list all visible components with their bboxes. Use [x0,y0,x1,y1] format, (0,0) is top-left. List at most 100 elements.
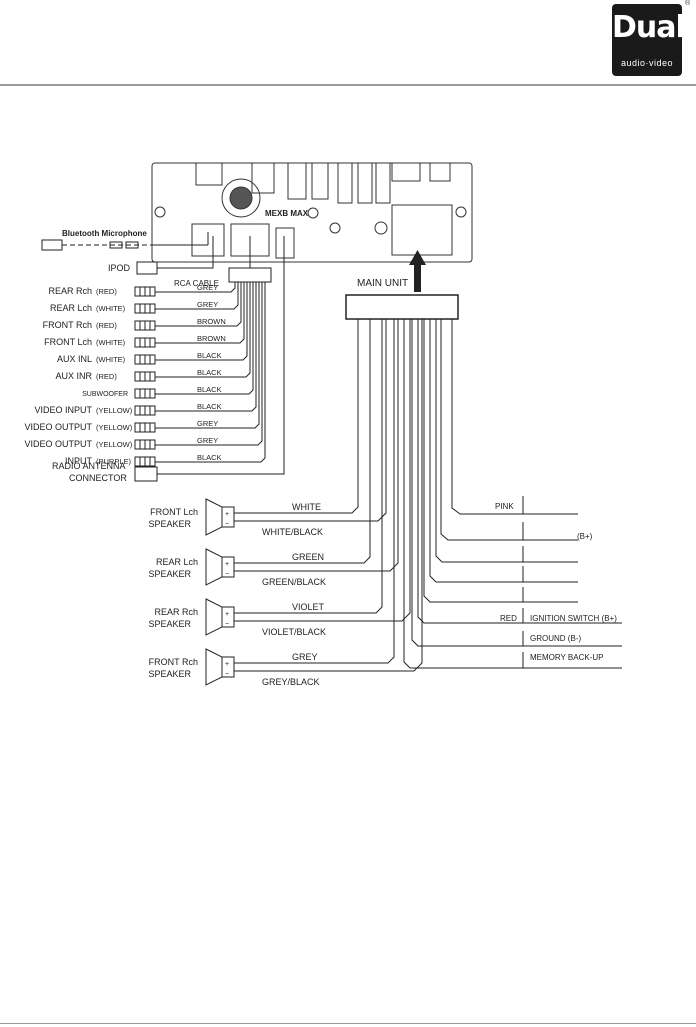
pink-wire-label: PINK [495,502,514,511]
plus-terminal-sign: + [225,661,229,668]
minus-terminal-sign: − [225,671,229,678]
speaker-wire-neg-label: WHITE/BLACK [262,527,323,537]
speaker-wire-pos [234,319,359,514]
rca-row-color: (PURPLE) [96,457,132,466]
speaker-wire-pos [234,319,383,614]
rca-wire [155,282,245,344]
speaker-cone [205,548,223,586]
speaker-wire-neg-label: GREEN/BLACK [262,577,326,587]
ipod-connector [136,236,214,275]
speaker-terminal [221,506,235,528]
red-wire-label: RED [500,614,517,623]
minus-terminal-sign: − [225,571,229,578]
rca-cable-label: RCA CABLE [174,279,219,288]
head-unit-chassis [151,162,473,263]
rca-row: REAR Lch(WHITE)GREY [50,282,239,314]
rca-row: VIDEO OUTPUT (YELLOW) GREY [24,282,260,433]
rca-row: FRONT Lch (WHITE) BROWN [44,282,245,348]
rca-row-color: (WHITE) [96,338,126,347]
rca-row-name: FRONT Lch [44,337,92,347]
speaker-label-2: SPEAKER [148,669,191,679]
rca-wire [155,282,242,327]
rca-wire-label: BLACK [197,385,222,394]
speaker-label-1: REAR Rch [154,607,198,617]
rca-harness [228,236,272,283]
b-plus-label: (B+) [577,532,593,541]
antenna-label-1: RADIO ANTENNA [52,461,126,471]
registered-mark: ® [685,0,691,7]
rca-row-color: (YELLOW) [96,440,133,449]
speaker-label-2: SPEAKER [148,519,191,529]
rca-row: VIDEO OUTPUT (YELLOW) GREY [24,282,263,450]
logo-text: Dual [612,10,686,45]
speaker-wire-pos [234,319,395,664]
rca-wire [155,282,251,378]
rca-wire [155,282,266,463]
ignition-label: IGNITION SWITCH (B+) [530,614,617,623]
speaker-wire-neg-label: GREY/BLACK [262,677,320,687]
rca-row: FRONT Rch(RED)BROWN [43,282,242,331]
main-unit-label: MAIN UNIT [357,278,408,289]
speaker-cone [205,498,223,536]
speaker-label-1: REAR Lch [156,557,198,567]
rca-wire-label: BLACK [197,402,222,411]
rca-row-name: REAR Rch [48,286,92,296]
speaker-wire-neg-label: VIOLET/BLACK [262,627,326,637]
rca-wire-label: BLACK [197,453,222,462]
antenna-connector [134,236,285,482]
speaker-cone [205,648,223,686]
speaker-terminal [221,556,235,578]
speaker-wire-neg [234,319,411,622]
memory-label: MEMORY BACK-UP [530,653,604,662]
minus-terminal-sign: − [225,621,229,628]
rca-wire-label: BLACK [197,368,222,377]
rca-row-color: (RED) [96,287,117,296]
rca-row: SUBWOOFER BLACK [82,282,254,399]
rca-row-name: VIDEO INPUT [34,405,92,415]
rca-row: AUX INL(WHITE)BLACK [57,282,248,365]
rca-wire-label: GREY [197,436,218,445]
rca-row-name: VIDEO OUTPUT [24,439,92,449]
rca-row: AUX INR(RED)BLACK [55,282,251,382]
rca-wire-label: GREY [197,419,218,428]
rca-row-color: (RED) [96,321,117,330]
rca-wire [155,282,236,293]
speaker-terminal [221,656,235,678]
rca-row-name: FRONT Rch [43,320,92,330]
rca-wire-label: GREY [197,283,218,292]
rca-wire-label: BROWN [197,334,226,343]
rca-row-color: (YELLOW) [96,423,133,432]
header-divider [0,84,696,86]
rca-row-color: (WHITE) [96,355,126,364]
rca-row: INPUT(PURPLE) BLACK [65,282,266,467]
speaker-wire-pos-label: VIOLET [292,602,325,612]
speaker-wire-pos-label: WHITE [292,502,321,512]
rca-row-name: SUBWOOFER [82,391,128,398]
speaker-label-2: SPEAKER [148,569,191,579]
unit-badge: MEXB MAX [265,209,309,218]
speaker-wire-pos-label: GREY [292,652,318,662]
rca-row-color: (RED) [96,372,117,381]
rca-wire [155,282,254,395]
bluetooth-microphone [41,232,209,251]
plus-terminal-sign: + [225,511,229,518]
speaker-wire-pos [234,319,371,564]
rca-row-name: REAR Lch [50,303,92,313]
bluetooth-label: Bluetooth Microphone [62,229,147,238]
speaker: REAR Rch SPEAKER + − VIOLET VIOLET/BLACK [148,319,411,637]
speaker-wire-pos-label: GREEN [292,552,324,562]
rca-wire-label: GREY [197,300,218,309]
rca-wire [155,282,263,446]
speaker-wire-neg [234,319,423,672]
rca-wire [155,282,260,429]
rca-row-name: INPUT [65,456,93,466]
rca-row: REAR Rch (RED) GREY [48,282,236,297]
right-wires [403,319,622,669]
rca-row-name: VIDEO OUTPUT [24,422,92,432]
antenna-label-2: CONNECTOR [69,473,127,483]
plus-terminal-sign: + [225,561,229,568]
